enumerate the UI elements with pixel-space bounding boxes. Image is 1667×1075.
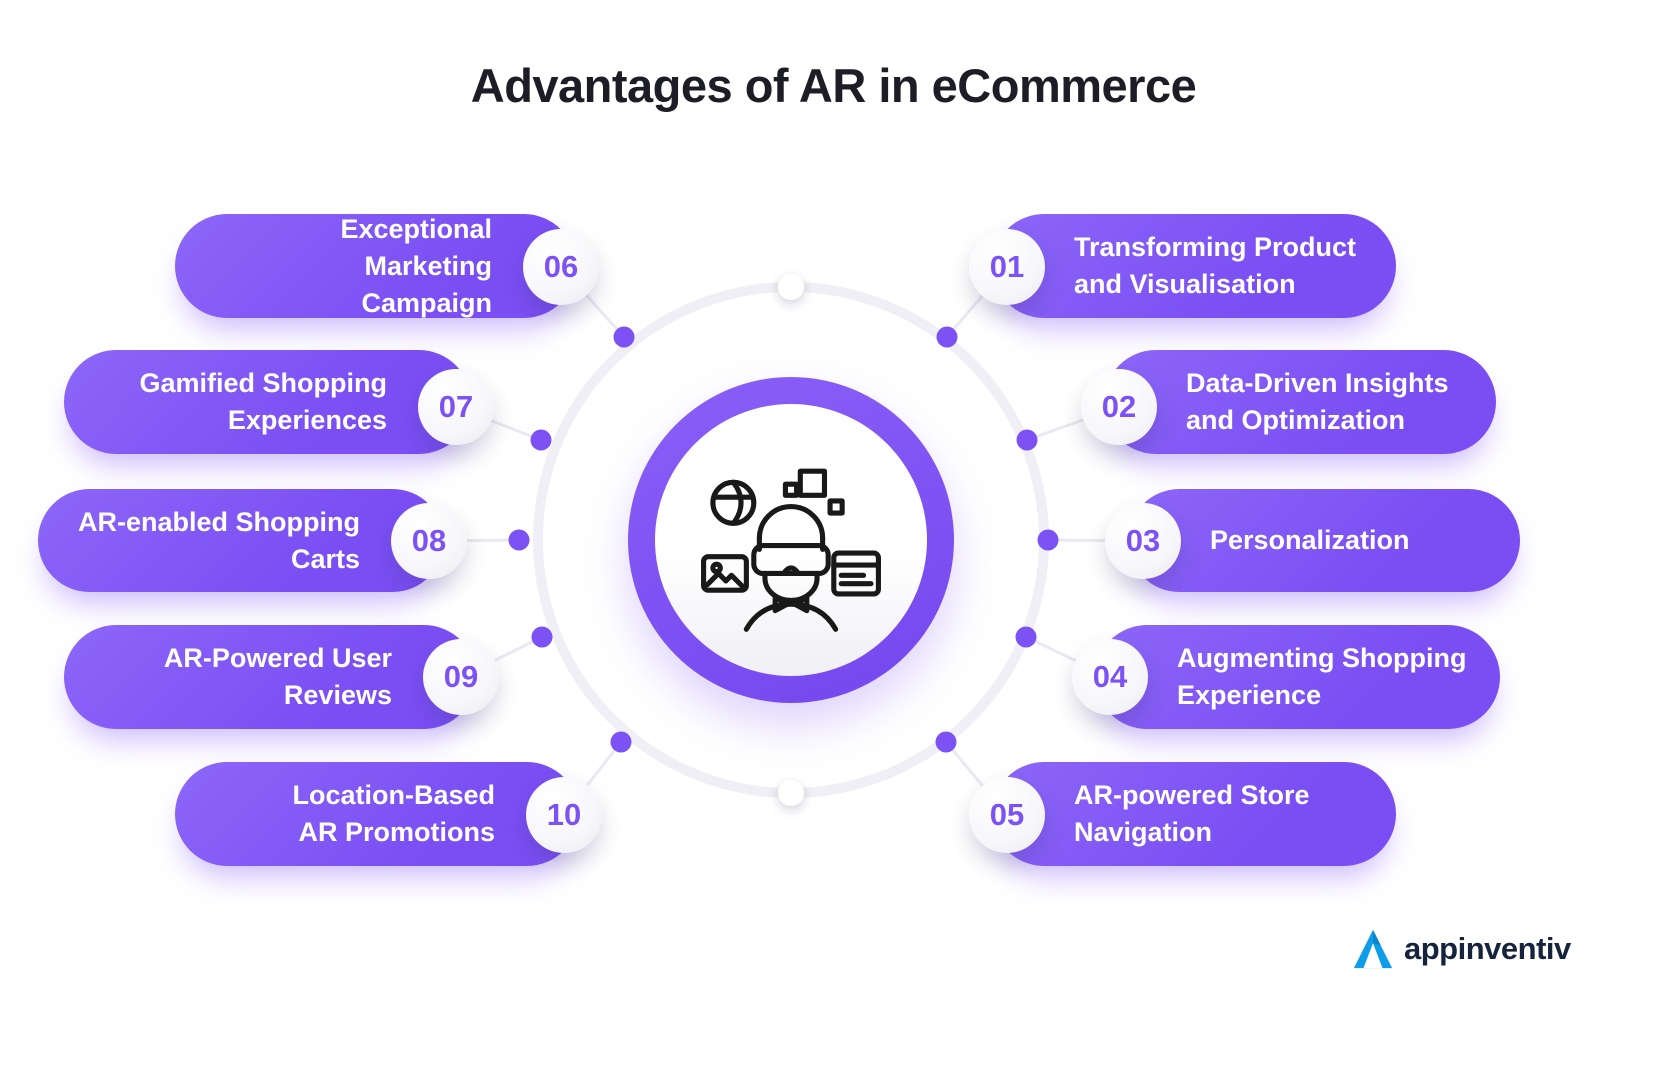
- number-badge-09-text: 09: [443, 659, 479, 694]
- advantage-pill-01: Transforming Product and Visualisation: [992, 214, 1396, 318]
- orbit-white-dots: [778, 274, 804, 806]
- number-badge-04: 04: [1072, 639, 1148, 715]
- advantage-label-05: AR-powered Store Navigation: [1074, 780, 1310, 847]
- number-badge-01-text: 01: [989, 249, 1025, 284]
- page-title: Advantages of AR in eCommerce: [470, 59, 1197, 112]
- number-badge-03-text: 03: [1125, 523, 1161, 558]
- advantage-label-04: Augmenting Shopping Experience: [1177, 643, 1467, 710]
- number-badge-02-text: 02: [1101, 389, 1137, 424]
- appinventiv-logo-icon: [1353, 929, 1393, 969]
- appinventiv-logo-text: appinventiv: [1404, 931, 1571, 966]
- advantage-label-09: AR-Powered User Reviews: [163, 643, 392, 710]
- number-badge-06-text: 06: [543, 249, 579, 284]
- advantage-pill-07: Gamified Shopping Experiences: [64, 350, 471, 454]
- number-badge-08-text: 08: [411, 523, 447, 558]
- advantage-pill-02: Data-Driven Insights and Optimization: [1104, 350, 1496, 454]
- number-badge-02: 02: [1081, 369, 1157, 445]
- advantage-label-03: Personalization: [1210, 525, 1410, 555]
- advantage-label-06: Exceptional Marketing Campaign: [340, 213, 492, 318]
- center-circle: [628, 377, 954, 703]
- number-badge-07-text: 07: [438, 389, 474, 424]
- number-badge-08: 08: [391, 503, 467, 579]
- number-badge-01: 01: [969, 229, 1045, 305]
- orbit-purple-dots: [508, 326, 1059, 753]
- advantage-pill-05: AR-powered Store Navigation: [992, 762, 1396, 866]
- advantage-pill-09: AR-Powered User Reviews: [64, 625, 476, 729]
- number-badge-03: 03: [1105, 503, 1181, 579]
- advantage-label-07: Gamified Shopping Experiences: [139, 368, 388, 435]
- advantage-label-10: Location-Based AR Promotions: [292, 780, 495, 847]
- appinventiv-logo: appinventiv: [1352, 928, 1571, 970]
- number-badge-10: 10: [526, 777, 602, 853]
- advantage-label-02: Data-Driven Insights and Optimization: [1186, 368, 1449, 435]
- number-badge-10-text: 10: [546, 797, 582, 832]
- number-badge-07: 07: [418, 369, 494, 445]
- person-wearing-vr-headset-icon: [701, 468, 881, 632]
- advantage-label-08: AR-enabled Shopping Carts: [78, 506, 360, 574]
- advantage-pill-06: Exceptional Marketing Campaign: [175, 214, 576, 318]
- advantage-label-01: Transforming Product and Visualisation: [1074, 232, 1357, 299]
- advantage-pill-08: AR-enabled Shopping Carts: [38, 489, 444, 592]
- advantage-pill-10: Location-Based AR Promotions: [175, 762, 579, 866]
- number-badge-05: 05: [969, 777, 1045, 853]
- number-badge-04-text: 04: [1092, 659, 1128, 694]
- number-badge-09: 09: [423, 639, 499, 715]
- center-circle-inner: [655, 404, 927, 676]
- advantage-pill-03: Personalization: [1128, 489, 1520, 592]
- advantage-pill-04: Augmenting Shopping Experience: [1095, 625, 1500, 729]
- number-badge-05-text: 05: [989, 797, 1025, 832]
- number-badge-06: 06: [523, 229, 599, 305]
